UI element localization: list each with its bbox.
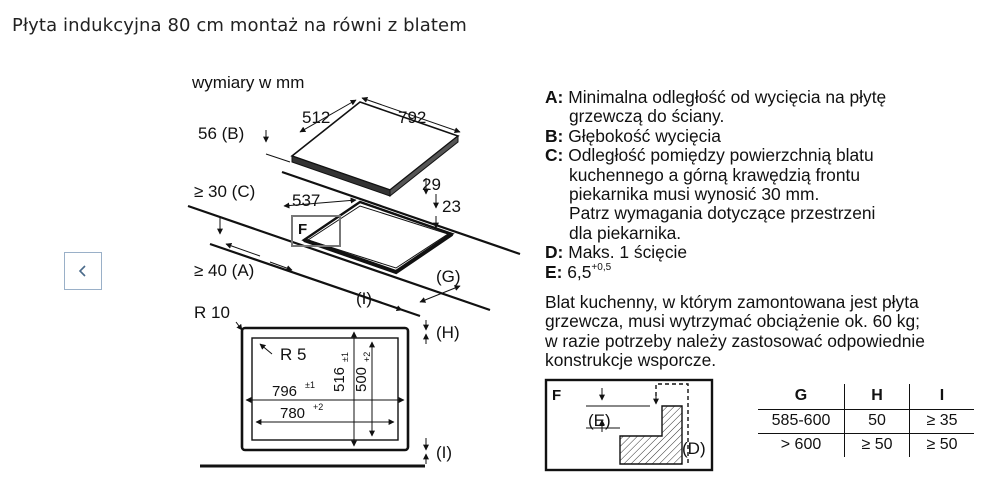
detail-label-f: F — [552, 387, 561, 404]
previous-image-button[interactable] — [64, 252, 102, 290]
legend-item-d: D: Maks. 1 ścięcie — [545, 242, 688, 263]
load-note: Blat kuchenny, w którym zamontowana jest… — [545, 292, 925, 371]
table-row: > 600 ≥ 50 ≥ 50 — [758, 433, 974, 457]
units-label: wymiary w mm — [191, 73, 304, 92]
label-a-dim: ≥ 40 (A) — [194, 261, 254, 280]
label-i-top: (I) — [356, 289, 372, 308]
label-537: 537 — [292, 191, 320, 210]
table-row: 585-600 50 ≥ 35 — [758, 409, 974, 434]
cutout-3d — [301, 200, 455, 275]
dimensions-table: G H I 585-600 50 ≥ 35 > 600 ≥ 50 ≥ 50 — [758, 384, 974, 457]
label-g: (G) — [436, 267, 461, 286]
label-512: 512 — [302, 108, 330, 127]
table-header: I — [909, 384, 974, 410]
label-29: 29 — [422, 175, 441, 194]
table-header: G — [794, 387, 808, 404]
label-23: 23 — [442, 197, 461, 216]
label-780-tol: +2 — [313, 402, 323, 412]
label-f: F — [298, 221, 307, 238]
label-796-tol: ±1 — [305, 380, 315, 390]
installation-diagram: wymiary w mm F — [180, 66, 980, 476]
label-792: 792 — [398, 108, 426, 127]
label-500: 500 — [353, 367, 370, 392]
detail-label-e: (E) — [588, 411, 611, 430]
detail-f-box — [544, 378, 714, 472]
legend-item-e: E: 6,5+0,5 — [545, 261, 612, 282]
label-780: 780 — [280, 405, 305, 422]
page-title: Płyta indukcyjna 80 cm montaż na równi z… — [12, 15, 467, 36]
label-r10: R 10 — [194, 303, 230, 322]
label-i-bottom: (I) — [436, 443, 452, 462]
legend-item-b: B: Głębokość wycięcia — [545, 125, 721, 146]
cutout-plan — [200, 320, 429, 468]
label-r5: R 5 — [280, 345, 306, 364]
detail-label-d: (D) — [682, 439, 706, 458]
label-h: (H) — [436, 323, 460, 342]
legend-item-c: C: Odległość pomiędzy powierzchnią blatu — [545, 145, 874, 166]
label-c-dim: ≥ 30 (C) — [194, 182, 255, 201]
table-header: H — [844, 384, 910, 410]
label-516: 516 — [331, 367, 348, 392]
legend: A: Minimalna odległość od wycięcia na pł… — [545, 87, 985, 282]
label-796: 796 — [272, 383, 297, 400]
label-516-tol: ±1 — [340, 352, 350, 362]
label-b-dim: 56 (B) — [198, 124, 244, 143]
chevron-left-icon — [78, 265, 86, 277]
legend-item-a: A: Minimalna odległość od wycięcia na pł… — [545, 87, 887, 107]
label-500-tol: +2 — [362, 352, 372, 362]
detail-f-marker — [291, 215, 341, 247]
